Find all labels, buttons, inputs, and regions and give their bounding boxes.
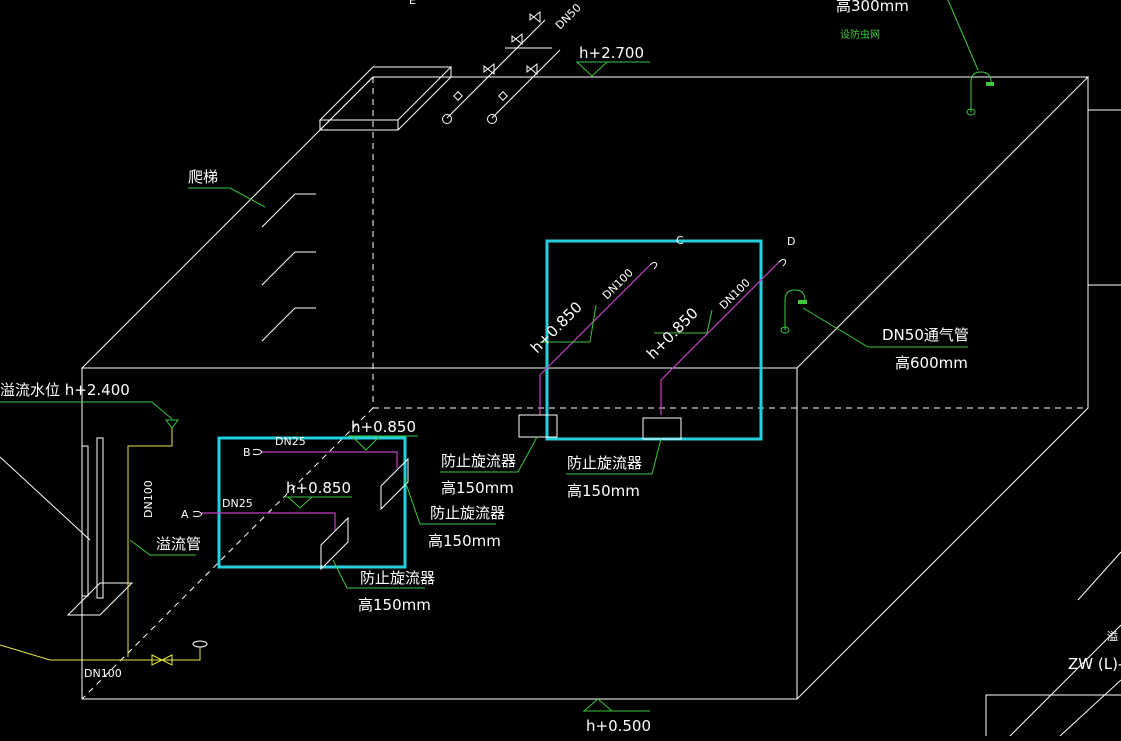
pipe-fitting — [498, 91, 508, 101]
ladder-label: 爬梯 — [188, 168, 218, 186]
a-dn-label: DN25 — [222, 497, 253, 510]
left-anti-vortex-callouts: 防止旋流器 高150mm 防止旋流器 高150mm — [332, 477, 505, 614]
overflow-level-label: 溢流水位 h+2.400 — [0, 381, 130, 399]
height-label-3: 高150mm — [428, 532, 501, 550]
vent-height: 高600mm — [895, 354, 968, 372]
tank-top-face — [80, 76, 1090, 369]
pipe-end-cap — [442, 114, 452, 124]
tank-right-face — [796, 77, 1089, 700]
top-level-marker: h+2.700 — [575, 44, 650, 77]
right-partial-label: 溢 — [1107, 629, 1118, 643]
bottom-dn-label: DN100 — [84, 667, 122, 680]
overflow-riser — [81, 445, 89, 597]
right-partial-code: ZW (L)- — [1068, 655, 1121, 673]
height-label-4: 高150mm — [358, 596, 431, 614]
overflow-pipe-label: 溢流管 — [156, 535, 201, 553]
ladder-rungs — [261, 193, 316, 342]
top-inlet-pipes: DN50 E — [409, 0, 584, 124]
letter-d: D — [787, 235, 795, 248]
valve-icon — [526, 62, 538, 76]
valve-icon — [511, 32, 523, 46]
anti-vortex-label-4: 防止旋流器 — [360, 569, 435, 587]
left-box-level-text: h+0.850 — [351, 418, 416, 436]
top-height-text: 高300mm — [836, 0, 909, 15]
vent-hook-icon — [970, 71, 992, 112]
ladder-label-group: 爬梯 — [188, 168, 266, 208]
overflow-riser — [96, 437, 104, 599]
hidden-side-edge — [81, 407, 374, 700]
anti-vortex-label-1: 防止旋流器 — [441, 452, 516, 470]
insect-screen-label: 设防虫网 — [840, 28, 880, 41]
valve-icon — [483, 62, 495, 76]
dn50-vent-pipe: DN50通气管 高600mm — [780, 289, 969, 372]
tank-outline — [80, 76, 1121, 700]
inner-level-text: h+0.850 — [286, 479, 351, 497]
bottom-level-marker: h+0.500 — [582, 698, 651, 735]
letter-a: A — [181, 508, 189, 521]
valve-icon — [151, 654, 164, 666]
insect-screen-vent: 高300mm 设防虫网 — [836, 0, 994, 116]
left-highlight-box — [217, 436, 407, 569]
right-anti-vortex-callouts: 防止旋流器 高150mm 防止旋流器 高150mm — [440, 436, 662, 500]
bottom-level-text: h+0.500 — [586, 717, 651, 735]
overflow-pipe-assembly: 溢流水位 h+2.400 DN100 溢流管 DN100 — [0, 381, 208, 680]
anti-vortex-label-3: 防止旋流器 — [430, 504, 505, 522]
anti-vortex-c — [518, 414, 558, 438]
pipe-end-cap — [487, 114, 497, 124]
top-pipe-dn-label: DN50 — [553, 1, 584, 32]
overflow-base-plate — [66, 582, 134, 616]
top-level-text: h+2.700 — [579, 44, 644, 62]
vent-label: DN50通气管 — [882, 326, 969, 344]
anti-vortex-a — [320, 516, 349, 571]
overflow-dn-label: DN100 — [142, 480, 155, 518]
c-level-text: h+0.850 — [527, 298, 586, 357]
pipe-fitting — [453, 91, 463, 101]
anti-vortex-b — [380, 457, 409, 511]
height-label-1: 高150mm — [441, 479, 514, 497]
height-label-2: 高150mm — [567, 482, 640, 500]
anti-vortex-label-2: 防止旋流器 — [567, 454, 642, 472]
left-inlet-group: B DN25 A DN25 h+0.850 h+0.850 — [181, 418, 418, 571]
letter-b: B — [243, 446, 251, 459]
anti-vortex-d — [642, 417, 682, 440]
manhole-hatch — [318, 66, 453, 131]
letter-c: C — [676, 234, 684, 247]
valve-icon — [529, 10, 541, 24]
vent-hook-icon — [784, 289, 806, 330]
top-cut-letter: E — [409, 0, 416, 7]
adjacent-structure: 溢 ZW (L)- — [985, 551, 1121, 737]
b-dn-label: DN25 — [275, 435, 306, 448]
valve-icon — [160, 654, 173, 666]
